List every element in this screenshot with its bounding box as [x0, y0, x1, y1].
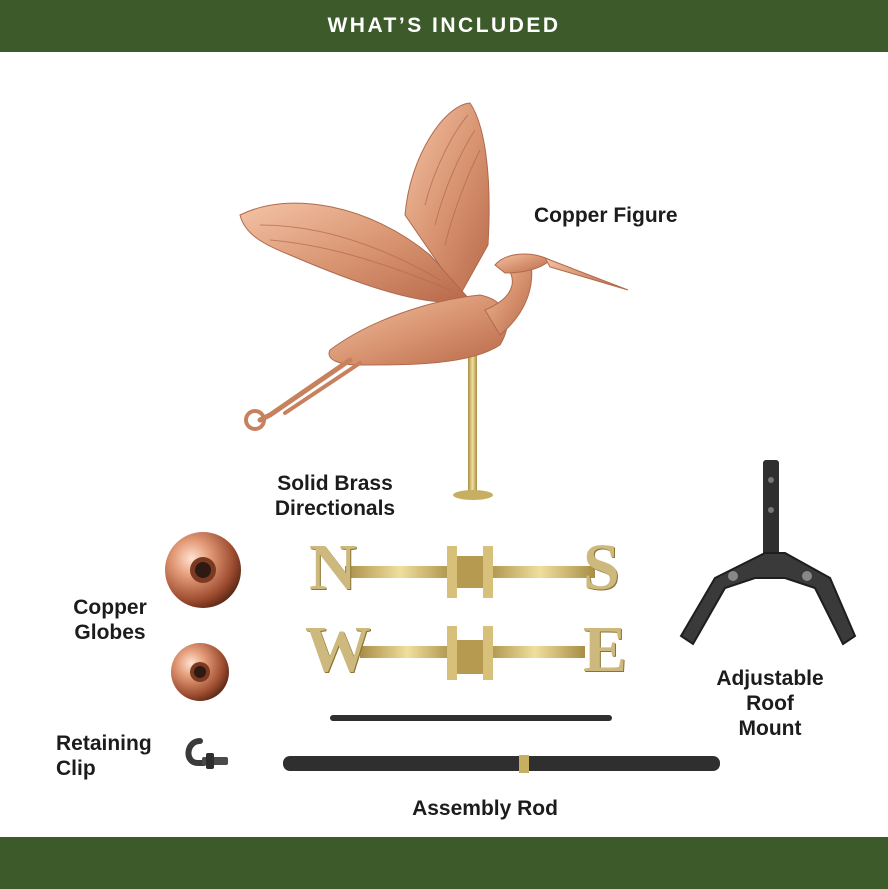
west-letter: W [305, 613, 371, 686]
roof-mount-label: Adjustable Roof Mount [700, 666, 840, 741]
roof-mount-label-line1: Adjustable [716, 667, 824, 690]
copper-globes-label-line1: Copper [73, 596, 147, 619]
thin-rod [330, 713, 612, 723]
copper-globe-small [170, 642, 230, 702]
copper-globes-label: Copper Globes [60, 595, 160, 645]
roof-mount-label-line3: Mount [738, 717, 802, 740]
directionals-label-line1: Solid Brass [277, 472, 393, 495]
retaining-clip-label-line2: Clip [56, 757, 96, 780]
copper-heron-figure [230, 95, 640, 505]
directional-north-south: N S [305, 532, 635, 608]
roof-mount-label-line2: Roof [746, 692, 794, 715]
copper-globe-large [163, 530, 243, 610]
assembly-rod-label: Assembly Rod [412, 797, 558, 820]
assembly-rod [283, 753, 720, 775]
header-title: WHAT’S INCLUDED [327, 14, 561, 37]
retaining-clip-label-line1: Retaining [56, 732, 152, 755]
south-letter: S [583, 531, 620, 604]
directional-west-east: W E [305, 614, 635, 690]
retaining-clip-label: Retaining Clip [56, 731, 166, 781]
east-letter: E [583, 613, 628, 686]
directionals-label-line2: Directionals [274, 497, 396, 520]
north-letter: N [309, 531, 357, 604]
header-band: WHAT’S INCLUDED [0, 0, 888, 52]
retaining-clip [178, 735, 233, 770]
directionals-label: Solid Brass Directionals [255, 471, 415, 521]
copper-figure-label: Copper Figure [534, 204, 678, 227]
copper-globes-label-line2: Globes [74, 621, 146, 644]
adjustable-roof-mount [675, 458, 865, 658]
footer-band [0, 837, 888, 889]
